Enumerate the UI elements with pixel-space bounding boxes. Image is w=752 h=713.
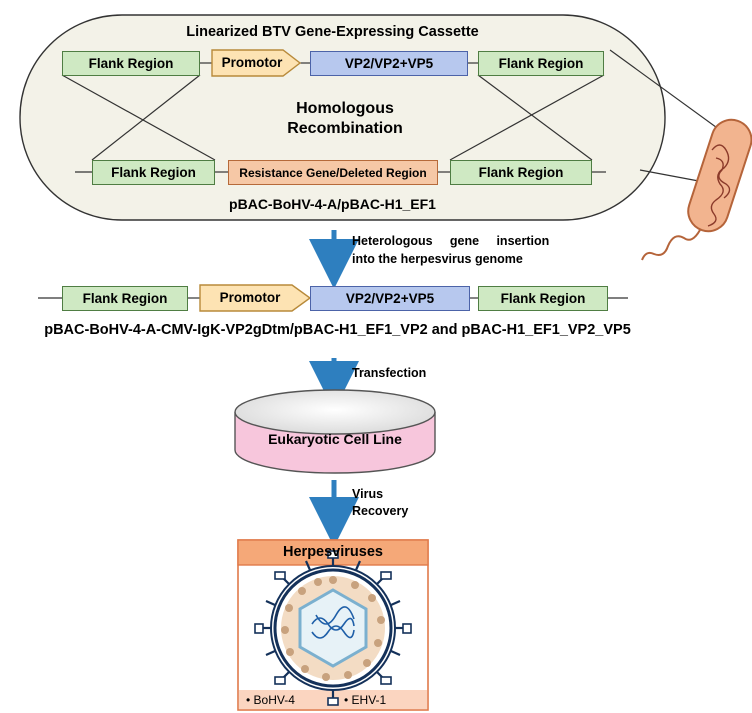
step1-line2: into the herpesvirus genome <box>352 252 523 266</box>
cassette-flank-left: Flank Region <box>62 51 200 76</box>
step2-label: Transfection <box>352 366 427 380</box>
herpesvirus-icon <box>254 550 412 706</box>
recombinant-promoter-label: Promotor <box>219 290 281 305</box>
recombinant-name: pBAC-BoHV-4-A-CMV-IgK-VP2gDtm/pBAC-H1_EF… <box>44 322 631 338</box>
herpes-item: • EHV-1 <box>344 693 387 707</box>
cassette-promoter-label: Promotor <box>221 55 283 70</box>
step3-line2: Recovery <box>352 504 409 518</box>
step3-line1: Virus <box>352 487 384 501</box>
herpes-item: • BoHV-4 <box>246 693 295 707</box>
petri-dish-icon <box>234 389 436 474</box>
herpes-title: Herpesviruses <box>283 544 383 560</box>
recombinant-promoter-arrow <box>199 284 312 312</box>
recombination-crosslines <box>61 74 605 161</box>
dish-label: Eukaryotic Cell Line <box>268 431 402 447</box>
cassette-flank-right: Flank Region <box>478 51 604 76</box>
bac-resistance-box: Resistance Gene/Deleted Region <box>228 160 438 185</box>
recombination-label-line2: Recombination <box>287 120 403 137</box>
bac-flank-left: Flank Region <box>92 160 215 185</box>
recombination-label-line1: Homologous <box>296 100 394 117</box>
bac-name: pBAC-BoHV-4-A/pBAC-H1_EF1 <box>229 196 436 212</box>
bacterium-icon <box>641 118 752 261</box>
cassette-title: Linearized BTV Gene-Expressing Cassette <box>186 24 479 40</box>
cassette-promoter-arrow <box>211 49 302 77</box>
cassette-vp-box: VP2/VP2+VP5 <box>310 51 468 76</box>
step1-line1: Heterologous gene insertion <box>352 234 550 248</box>
recombinant-flank-right: Flank Region <box>478 286 608 311</box>
recombinant-flank-left: Flank Region <box>62 286 188 311</box>
recombinant-vp-box: VP2/VP2+VP5 <box>310 286 470 311</box>
bac-flank-right: Flank Region <box>450 160 592 185</box>
